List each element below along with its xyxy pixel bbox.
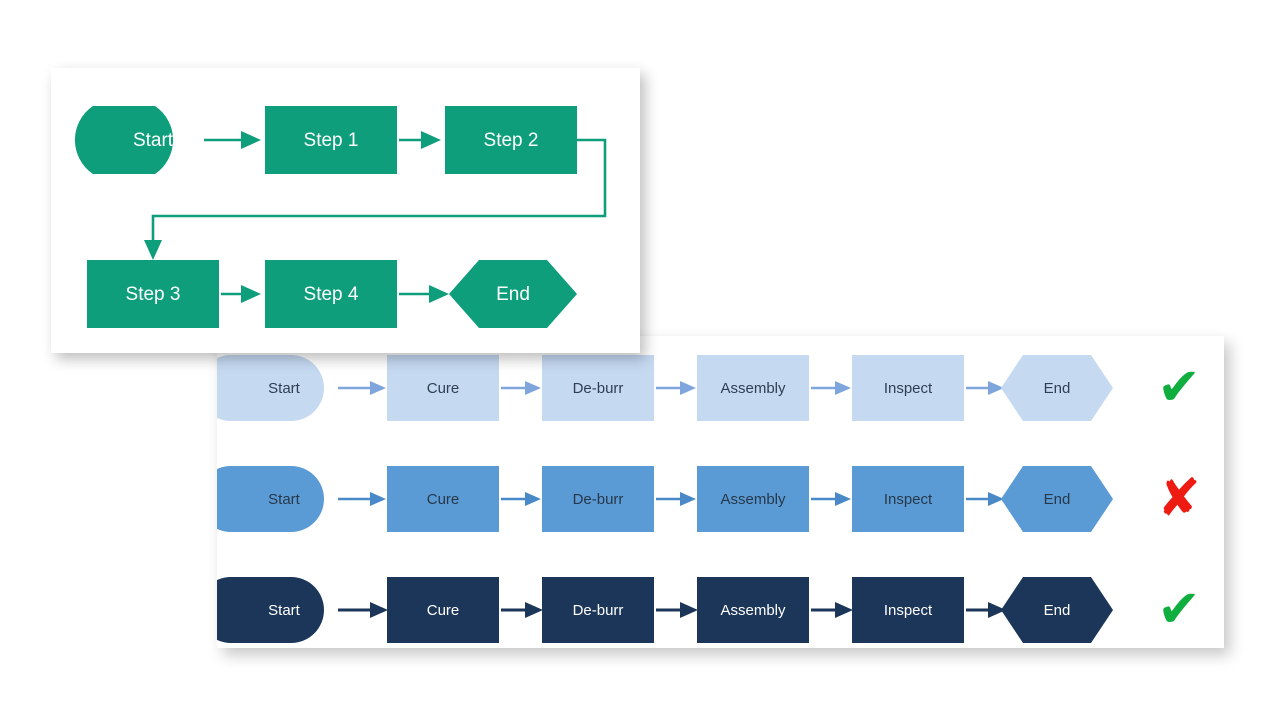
arrowhead-navy-4 — [835, 602, 853, 618]
node-label-cure-medium: Cure — [427, 491, 460, 508]
sample-flowchart-card[interactable]: Start Step 1 Step 2 Step 3 S — [51, 68, 640, 353]
arrowhead-navy-5 — [988, 602, 1006, 618]
node-label-deburr-medium: De-burr — [573, 491, 624, 508]
arrowhead-light-1 — [370, 381, 386, 395]
status-check-icon-light: ✔ — [1157, 359, 1201, 417]
arrowhead-medium-3 — [680, 492, 696, 506]
node-start-medium[interactable] — [217, 466, 324, 532]
node-step4[interactable] — [265, 260, 397, 328]
node-assembly-navy[interactable] — [697, 577, 809, 643]
status-cross-icon-medium: ✘ — [1157, 470, 1201, 528]
connector-step2-step3 — [151, 138, 607, 244]
arrowhead-navy-3 — [680, 602, 698, 618]
node-label-start-light: Start — [268, 380, 301, 397]
node-label-end-navy: End — [1044, 602, 1071, 619]
node-end-navy[interactable] — [1001, 577, 1113, 643]
node-start-light[interactable] — [217, 355, 324, 421]
arrowhead-light-4 — [835, 381, 851, 395]
node-label-assembly-light: Assembly — [720, 380, 786, 397]
node-label-inspect-medium: Inspect — [884, 491, 933, 508]
node-deburr-navy[interactable] — [542, 577, 654, 643]
node-label-assembly-navy: Assembly — [720, 602, 786, 619]
arrowhead-step3-step4 — [241, 285, 261, 303]
arrowhead-step1-step2 — [421, 131, 441, 149]
node-step1[interactable] — [265, 106, 397, 174]
node-cure-light[interactable] — [387, 355, 499, 421]
node-label-end: End — [496, 284, 530, 305]
node-label-deburr-navy: De-burr — [573, 602, 624, 619]
node-deburr-light[interactable] — [542, 355, 654, 421]
node-label-inspect-navy: Inspect — [884, 602, 933, 619]
node-deburr-medium[interactable] — [542, 466, 654, 532]
node-inspect-light[interactable] — [852, 355, 964, 421]
node-label-start: Start — [133, 130, 174, 151]
arrowhead-light-2 — [525, 381, 541, 395]
node-label-step1: Step 1 — [304, 130, 359, 151]
arrowhead-medium-5 — [988, 492, 1004, 506]
node-label-step2: Step 2 — [484, 130, 539, 151]
node-label-step4: Step 4 — [304, 284, 359, 305]
node-label-start-navy: Start — [268, 602, 301, 619]
node-inspect-medium[interactable] — [852, 466, 964, 532]
node-step2[interactable] — [445, 106, 577, 174]
node-label-end-light: End — [1044, 380, 1071, 397]
node-start-navy[interactable] — [217, 577, 324, 643]
node-label-step3: Step 3 — [126, 284, 181, 305]
node-end-light[interactable] — [1001, 355, 1113, 421]
arrowhead-medium-2 — [525, 492, 541, 506]
process-variants-diagram: Start Cure De-burr Assembly Inspect — [217, 355, 1201, 643]
node-label-end-medium: End — [1044, 491, 1071, 508]
node-label-cure-light: Cure — [427, 380, 460, 397]
node-cure-navy[interactable] — [387, 577, 499, 643]
node-step3[interactable] — [87, 260, 219, 328]
arrowhead-navy-1 — [370, 602, 388, 618]
arrowhead-medium-1 — [370, 492, 386, 506]
status-check-icon-navy: ✔ — [1157, 581, 1201, 639]
node-label-deburr-light: De-burr — [573, 380, 624, 397]
arrowhead-light-5 — [988, 381, 1004, 395]
node-inspect-navy[interactable] — [852, 577, 964, 643]
node-end[interactable] — [449, 260, 577, 328]
node-cure-medium[interactable] — [387, 466, 499, 532]
arrowhead-light-3 — [680, 381, 696, 395]
arrowhead-navy-2 — [525, 602, 543, 618]
node-assembly-medium[interactable] — [697, 466, 809, 532]
arrowhead-step2-step3 — [144, 240, 162, 260]
arrowhead-step4-end — [429, 285, 449, 303]
node-label-inspect-light: Inspect — [884, 380, 933, 397]
node-label-assembly-medium: Assembly — [720, 491, 786, 508]
arrowhead-start-step1 — [241, 131, 261, 149]
process-row-medium[interactable]: Start Cure De-burr Assembly Inspect — [217, 466, 1201, 532]
process-row-navy[interactable]: Start Cure De-burr Assembly Inspect — [217, 577, 1201, 643]
node-end-medium[interactable] — [1001, 466, 1113, 532]
node-assembly-light[interactable] — [697, 355, 809, 421]
arrowhead-medium-4 — [835, 492, 851, 506]
process-variants-card[interactable]: Start Cure De-burr Assembly Inspect — [217, 336, 1224, 648]
node-start[interactable] — [74, 106, 174, 174]
node-label-start-medium: Start — [268, 491, 301, 508]
node-label-cure-navy: Cure — [427, 602, 460, 619]
sample-flowchart-diagram: Start Step 1 Step 2 Step 3 S — [74, 106, 607, 328]
process-row-light[interactable]: Start Cure De-burr Assembly Inspect — [217, 355, 1201, 421]
